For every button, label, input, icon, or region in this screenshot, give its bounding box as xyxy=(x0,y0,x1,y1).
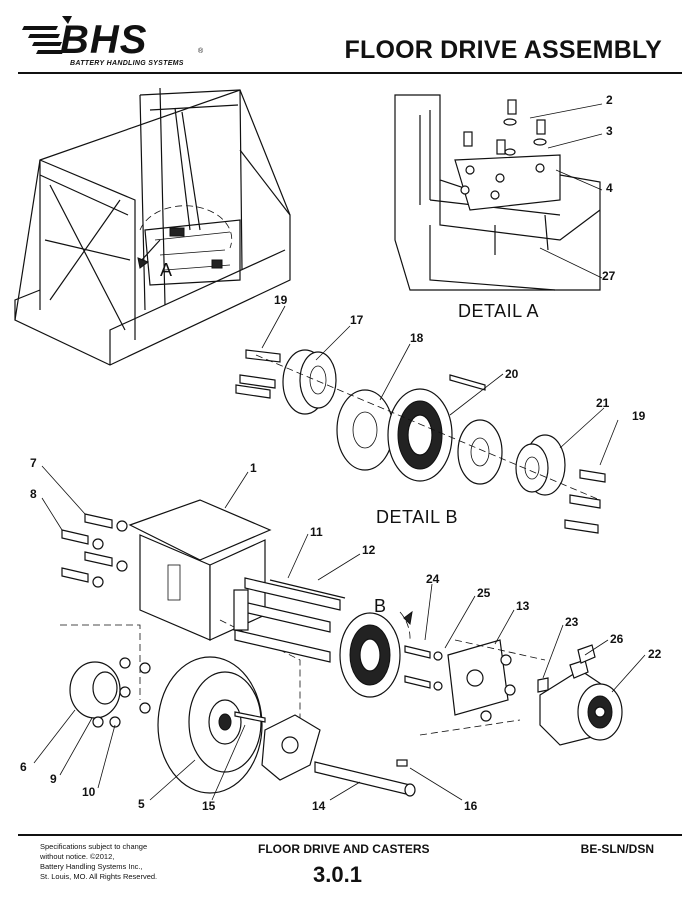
callout-6: 6 xyxy=(20,760,27,774)
footer-divider xyxy=(18,834,682,836)
detail-b-marker: B xyxy=(374,596,387,616)
exploded-assembly-drawing: A DETAIL A xyxy=(14,87,662,813)
callout-21: 21 xyxy=(596,396,610,410)
callout-19-right: 19 xyxy=(632,409,646,423)
detail-a-drawing: DETAIL A xyxy=(394,94,601,321)
callout-1: 1 xyxy=(250,461,257,475)
main-assembly-drawing: B xyxy=(60,499,623,797)
callout-27: 27 xyxy=(602,269,616,283)
detail-a-title: DETAIL A xyxy=(458,301,539,321)
callout-25: 25 xyxy=(477,586,491,600)
detail-a-bolts xyxy=(460,99,547,200)
model-number: BE-SLN/DSN xyxy=(580,842,654,856)
callout-numbers: 2 3 4 27 19 17 18 20 21 19 1 7 8 11 12 2… xyxy=(20,93,662,813)
callout-23: 23 xyxy=(565,615,579,629)
copyright-line: St. Louis, MO. All Rights Reserved. xyxy=(40,872,158,881)
callout-16: 16 xyxy=(464,799,478,813)
page-number: 3.0.1 xyxy=(313,862,362,887)
copyright-note: Specifications subject to change without… xyxy=(40,842,180,882)
logo-speed-lines-icon xyxy=(22,16,72,54)
callout-7: 7 xyxy=(30,456,37,470)
callout-17: 17 xyxy=(350,313,364,327)
logo-tagline: BATTERY HANDLING SYSTEMS xyxy=(70,60,184,67)
section-title: FLOOR DRIVE AND CASTERS xyxy=(258,842,430,856)
callout-26: 26 xyxy=(610,632,624,646)
callout-5: 5 xyxy=(138,797,145,811)
detail-a-marker: A xyxy=(160,260,173,280)
logo-wordmark: BHS xyxy=(60,18,148,62)
logo-registered-mark: ® xyxy=(198,48,204,55)
bhs-logo: BHS ® BATTERY HANDLING SYSTEMS xyxy=(22,12,212,72)
callout-13: 13 xyxy=(516,599,530,613)
detail-b-title: DETAIL B xyxy=(376,507,458,527)
copyright-line: without notice. ©2012, xyxy=(40,852,115,861)
callout-9: 9 xyxy=(50,772,57,786)
callout-leaders xyxy=(33,103,646,801)
header-divider xyxy=(18,72,682,74)
callout-24: 24 xyxy=(426,572,440,586)
page-title: FLOOR DRIVE ASSEMBLY xyxy=(344,36,662,64)
callout-10: 10 xyxy=(82,785,96,799)
detail-b-drawing: DETAIL B xyxy=(235,349,606,534)
frame-overview-drawing: A xyxy=(14,87,291,366)
callout-22: 22 xyxy=(648,647,662,661)
callout-3: 3 xyxy=(606,124,613,138)
copyright-line: Specifications subject to change xyxy=(40,842,148,851)
callout-19-top: 19 xyxy=(274,293,288,307)
callout-14: 14 xyxy=(312,799,326,813)
callout-15: 15 xyxy=(202,799,216,813)
callout-12: 12 xyxy=(362,543,376,557)
callout-11: 11 xyxy=(310,525,323,539)
callout-20: 20 xyxy=(505,367,519,381)
callout-2: 2 xyxy=(606,93,613,107)
copyright-line: Battery Handling Systems Inc., xyxy=(40,862,143,871)
callout-8: 8 xyxy=(30,487,37,501)
callout-4: 4 xyxy=(606,181,613,195)
callout-18: 18 xyxy=(410,331,424,345)
